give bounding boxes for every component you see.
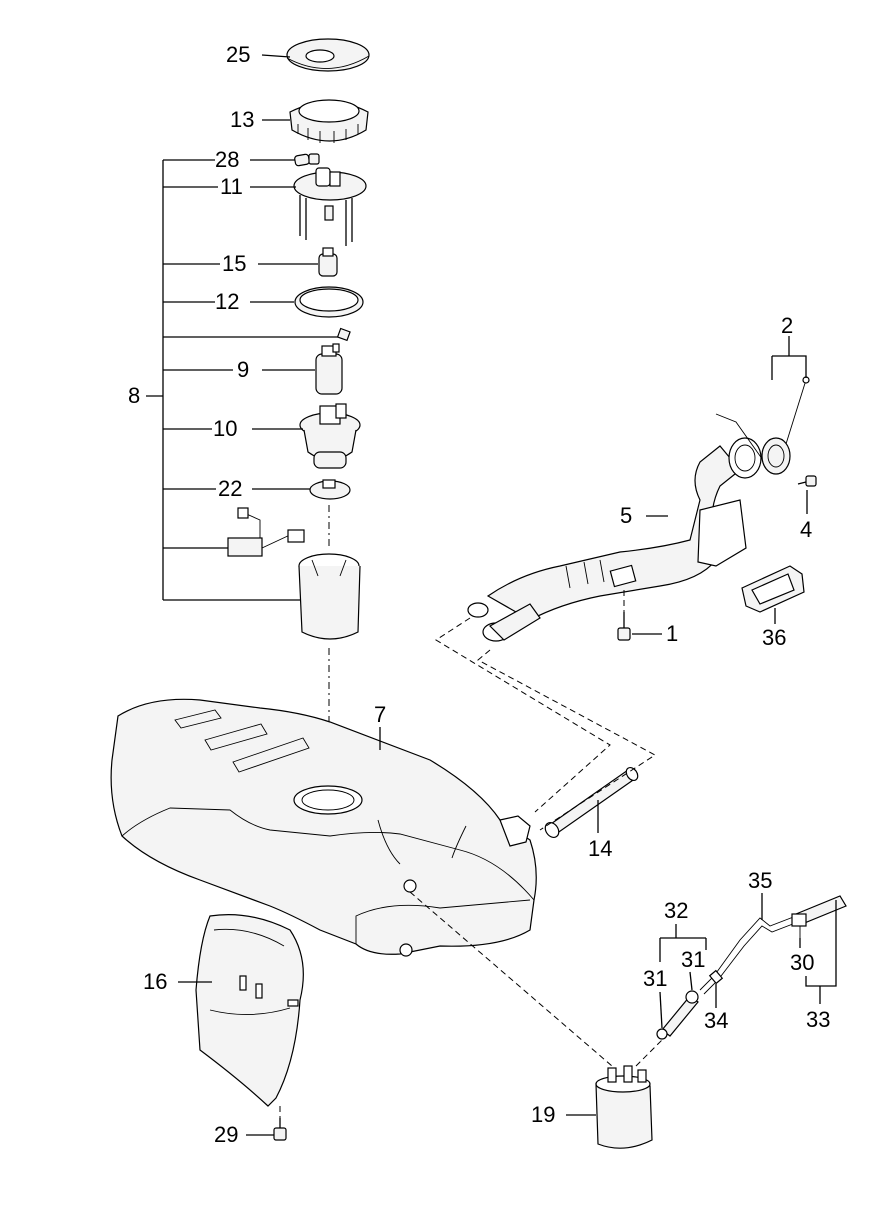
dash-canister-hose [635,1039,663,1067]
callout-32: 32 [664,898,688,923]
part-4-screw [797,475,817,487]
callout-29: 29 [214,1122,238,1147]
part-12-gasket [294,286,364,318]
callout-5: 5 [620,503,632,528]
bracket-8 [146,159,300,601]
callout-31b: 31 [681,947,705,972]
part-1-bolt [617,612,631,641]
callout-19: 19 [531,1102,555,1127]
part-15-filter [318,247,338,277]
callout-31a: 31 [643,966,667,991]
part-10-reservoir [299,403,361,469]
callout-8: 8 [128,383,140,408]
callout-4: 4 [800,517,812,542]
part-9-fuel-pump [315,343,343,395]
part-19-canister [595,1065,653,1149]
callout-11: 11 [220,174,243,199]
callout-34: 34 [704,1008,728,1033]
part-25-cover [286,38,370,72]
part-14-hose [544,766,639,839]
callout-33: 33 [806,1007,830,1032]
dash-hose-upper [435,617,611,813]
callout-9: 9 [237,357,249,382]
callout-16: 16 [143,969,167,994]
part-clip [336,327,351,342]
callout-35: 35 [748,868,772,893]
callout-28: 28 [215,147,239,172]
part-5-filler-neck [467,413,771,642]
part-16-heat-shield [195,914,304,1107]
callout-22: 22 [218,476,242,501]
part-7-fuel-tank [110,698,537,957]
callout-30: 30 [790,950,814,975]
callout-10: 10 [213,416,237,441]
callout-12: 12 [215,289,239,314]
part-36-gasket [741,565,805,613]
part-22-filter [309,479,351,500]
part-vapor-lines [656,895,847,1040]
callout-1: 1 [666,621,678,646]
callout-2: 2 [781,313,793,338]
part-11-pump-flange [293,167,367,246]
callout-25: 25 [226,42,250,67]
dash-hose-lower [477,649,656,831]
part-29-bolt [273,1118,287,1141]
part-2-fuel-cap [761,376,810,475]
part-sender-unit [227,507,305,557]
part-pump-housing [298,553,361,640]
dash-canister-line [409,891,613,1067]
callout-14: 14 [588,836,612,861]
part-13-lock-ring [289,99,369,143]
callout-36: 36 [762,625,786,650]
callout-7: 7 [374,702,386,727]
callout-13: 13 [230,107,254,132]
callout-15: 15 [222,251,246,276]
part-28-fitting [294,153,320,167]
